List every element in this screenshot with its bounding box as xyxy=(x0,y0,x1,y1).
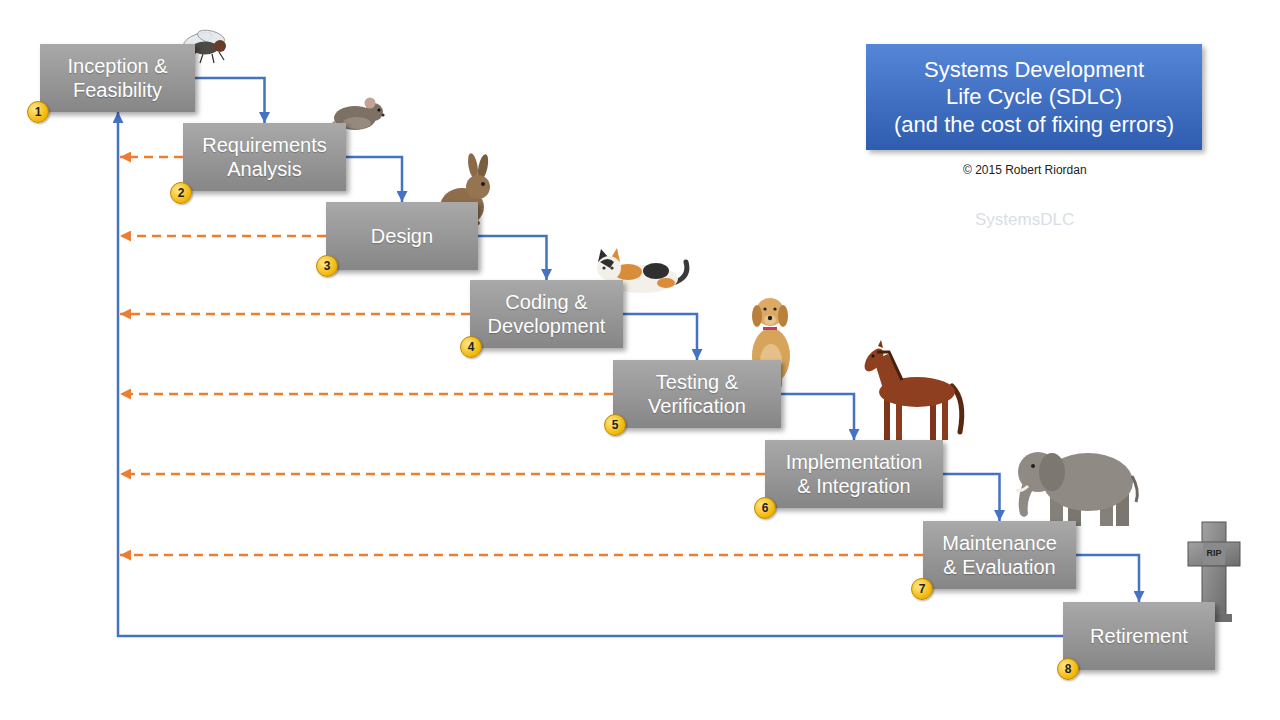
node-text: Implementation & Integration xyxy=(777,450,931,498)
error-return-arrow xyxy=(120,393,613,396)
flow-arrow xyxy=(1076,555,1139,602)
flow-arrow xyxy=(346,157,402,202)
horse-picture xyxy=(930,400,936,440)
horse-picture xyxy=(896,400,902,440)
elephant-picture xyxy=(1016,486,1028,491)
node-text: Requirements Analysis xyxy=(195,133,334,181)
flow-arrow xyxy=(478,236,547,280)
flow-arrow xyxy=(195,78,265,123)
callout-number: 1 xyxy=(27,101,49,123)
dog-picture xyxy=(778,305,788,327)
node-text: Systems Development Life Cycle (SDLC) xyxy=(909,56,1159,111)
node-text: Coding & Development xyxy=(482,290,611,338)
cat-picture xyxy=(643,263,669,279)
flow-arrow xyxy=(943,474,1000,521)
dog-picture xyxy=(773,307,776,310)
callout-number: 3 xyxy=(316,255,338,277)
callout-number: 2 xyxy=(170,182,192,204)
mouse-picture xyxy=(381,113,384,116)
mouse-picture xyxy=(377,108,380,111)
elephant-picture xyxy=(1016,452,1137,526)
phase-box: Coding & Development xyxy=(470,280,623,348)
dog-picture xyxy=(763,327,777,330)
fly-picture xyxy=(192,42,218,55)
dog-picture xyxy=(763,307,766,310)
horse-picture xyxy=(942,398,948,440)
mouse-picture xyxy=(365,98,376,109)
error-return-arrow xyxy=(120,156,183,159)
dog-picture xyxy=(752,305,762,327)
phase-box: Implementation & Integration xyxy=(765,440,943,508)
error-return-arrow xyxy=(120,554,923,557)
horse-picture xyxy=(878,340,883,348)
watermark: SystemsDLC xyxy=(975,210,1074,230)
elephant-picture xyxy=(1132,476,1137,502)
tombstone-picture xyxy=(1188,542,1240,566)
elephant-picture xyxy=(1039,453,1065,491)
callout-number: 4 xyxy=(460,336,482,358)
horse-picture xyxy=(877,352,902,380)
copyright-note: © 2015 Robert Riordan xyxy=(963,163,1087,177)
phase-box: Design xyxy=(326,202,478,270)
tombstone-inscription: RIP xyxy=(1199,548,1229,558)
error-return-arrow xyxy=(120,235,326,238)
dog-picture xyxy=(768,316,772,320)
horse-picture xyxy=(861,340,962,440)
phase-box: Requirements Analysis xyxy=(183,123,346,191)
cat-picture xyxy=(602,266,605,269)
title-box: Systems Development Life Cycle (SDLC)(an… xyxy=(866,44,1202,150)
callout-number: 6 xyxy=(754,497,776,519)
flow-arrow xyxy=(623,314,697,360)
callout-number: 7 xyxy=(911,578,933,600)
horse-picture xyxy=(861,345,887,374)
flow-arrow xyxy=(118,112,1063,636)
callout-number: 8 xyxy=(1057,658,1079,680)
horse-picture xyxy=(872,355,875,358)
cat-picture xyxy=(657,278,675,288)
error-return-arrow xyxy=(120,313,470,316)
node-text: Retirement xyxy=(1090,624,1188,648)
rabbit-picture xyxy=(466,175,490,199)
callout-number: 5 xyxy=(604,414,626,436)
phase-box: Maintenance & Evaluation xyxy=(923,521,1076,589)
node-text: Design xyxy=(371,224,433,248)
dog-picture xyxy=(764,315,776,325)
node-text: Testing & Verification xyxy=(625,370,769,418)
cat-picture xyxy=(597,256,621,280)
horse-picture xyxy=(884,398,890,440)
elephant-picture xyxy=(1031,464,1035,468)
phase-box: Inception & Feasibility xyxy=(40,44,195,112)
rabbit-picture xyxy=(481,182,485,186)
mouse-picture xyxy=(343,117,371,129)
fly-picture xyxy=(214,40,226,52)
node-text: Maintenance & Evaluation xyxy=(935,531,1064,579)
node-text: Inception & Feasibility xyxy=(52,54,183,102)
phase-box: Retirement xyxy=(1063,602,1215,670)
error-return-arrow xyxy=(120,473,765,476)
cat-picture xyxy=(610,266,613,269)
phase-box: Testing & Verification xyxy=(613,360,781,428)
flow-arrow xyxy=(781,394,854,440)
node-text: (and the cost of fixing errors) xyxy=(894,111,1174,139)
